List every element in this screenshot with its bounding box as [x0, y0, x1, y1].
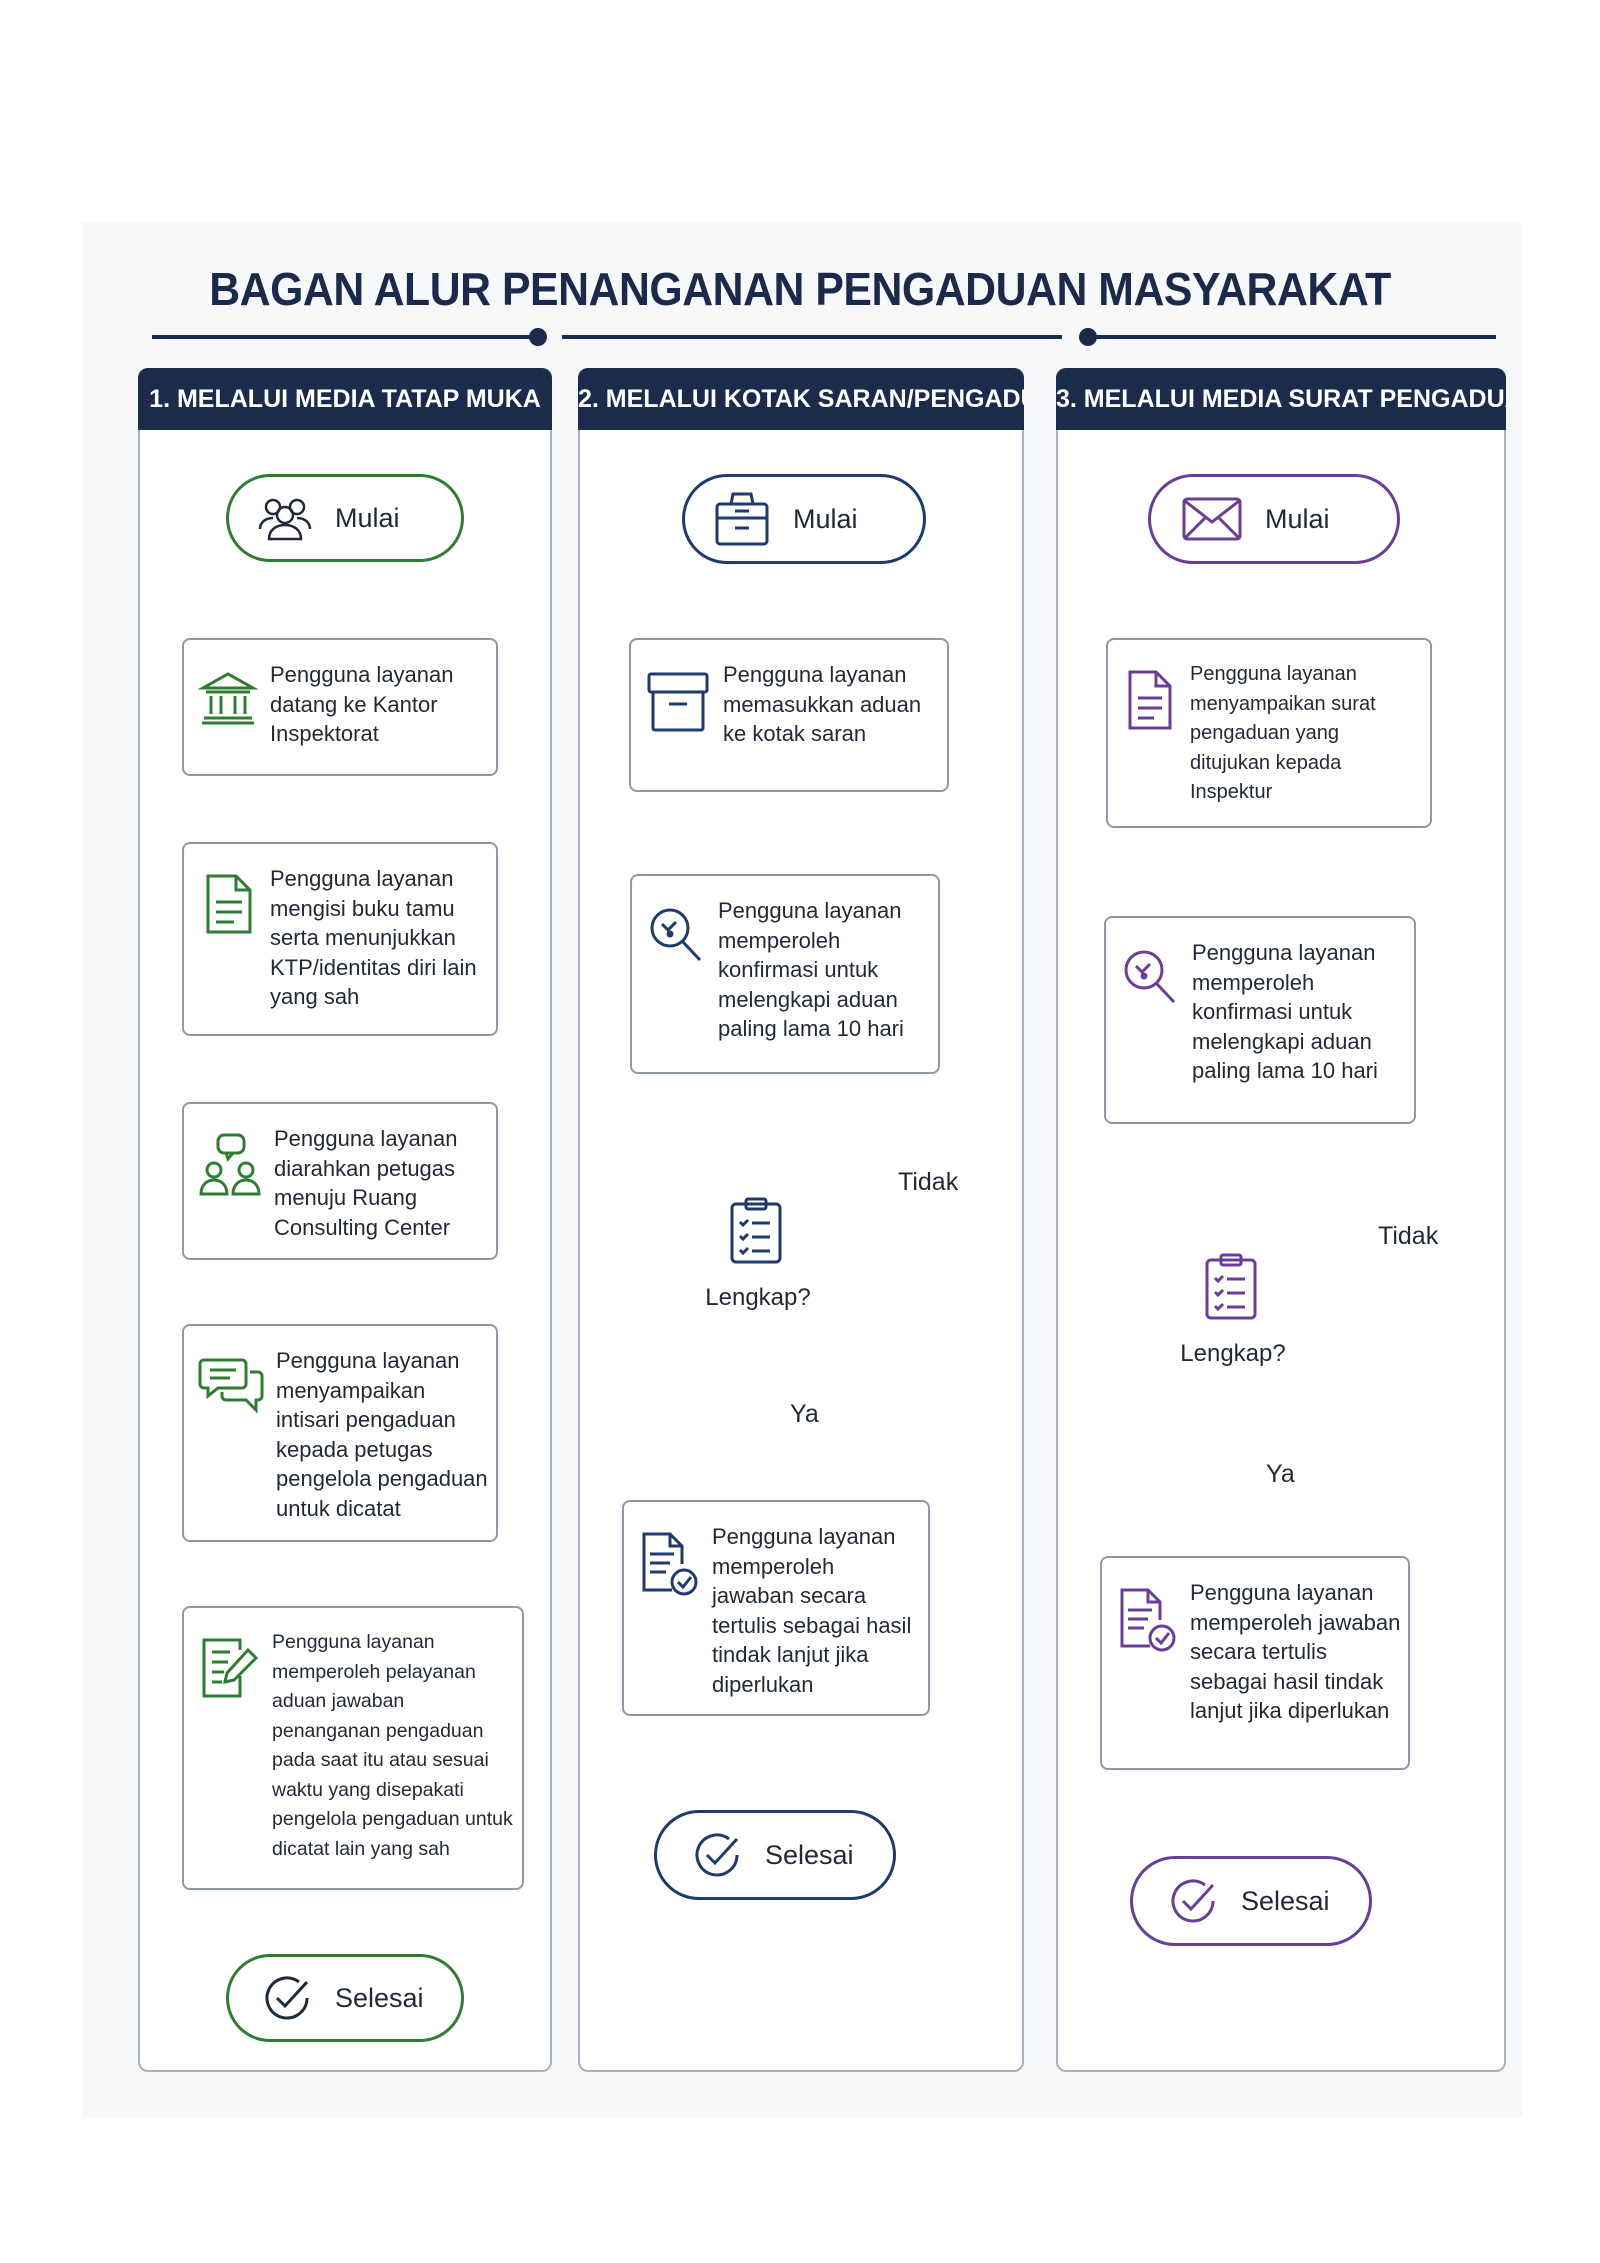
start-label: Mulai	[1265, 503, 1330, 534]
step-box: Pengguna layanan memasukkan aduan ke kot…	[629, 638, 949, 792]
result-text: Pengguna layanan memperoleh jawaban seca…	[1190, 1580, 1401, 1723]
decision-label: Lengkap?	[1180, 1340, 1286, 1367]
column-surat-pengaduan: 3. MELALUI MEDIA SURAT PENGADUAN	[1056, 368, 1506, 2072]
step-text: Pengguna layanan datang ke Kantor Inspek…	[270, 662, 454, 746]
step-text: Pengguna layanan memasukkan aduan ke kot…	[723, 662, 922, 746]
box-icon	[645, 668, 711, 734]
decision-yes-label: Ya	[1266, 1460, 1295, 1488]
result-text: Pengguna layanan memperoleh jawaban seca…	[712, 1524, 912, 1697]
start-label: Mulai	[335, 502, 400, 533]
step-box: Pengguna layanan menyampaikan surat peng…	[1106, 638, 1432, 828]
decision-icon-wrap	[1203, 1252, 1259, 1322]
document-check-icon	[1116, 1586, 1178, 1654]
page-title: BAGAN ALUR PENANGANAN PENGADUAN MASYARAK…	[209, 263, 1391, 315]
start-node: Mulai	[226, 474, 464, 562]
step-text: Pengguna layanan memperoleh pelayanan ad…	[272, 1631, 513, 1860]
document-icon	[198, 872, 258, 936]
start-node: Mulai	[1148, 474, 1400, 564]
chat-bubbles-icon	[198, 1354, 264, 1416]
decision-icon-wrap	[728, 1196, 784, 1266]
bank-building-icon	[198, 668, 258, 728]
end-label: Selesai	[1241, 1885, 1330, 1916]
step-box: Pengguna layanan memperoleh pelayanan ad…	[182, 1606, 524, 1890]
column-heading: 2. MELALUI KOTAK SARAN/PENGADUAN	[578, 368, 1024, 430]
result-box: Pengguna layanan memperoleh jawaban seca…	[1100, 1556, 1410, 1770]
step-box: Pengguna layanan datang ke Kantor Inspek…	[182, 638, 498, 776]
step-box: Pengguna layanan memperoleh konfirmasi u…	[630, 874, 940, 1074]
decision-yes-label: Ya	[790, 1400, 819, 1428]
magnifier-icon	[1120, 946, 1180, 1008]
result-box: Pengguna layanan memperoleh jawaban seca…	[622, 1500, 930, 1716]
column-heading: 3. MELALUI MEDIA SURAT PENGADUAN	[1056, 368, 1506, 430]
suggestion-box-icon	[713, 490, 771, 548]
check-circle-icon	[691, 1829, 743, 1881]
step-text: Pengguna layanan diarahkan petugas menuj…	[274, 1126, 458, 1240]
start-node: Mulai	[682, 474, 926, 564]
people-icon	[257, 493, 313, 543]
end-node: Selesai	[1130, 1856, 1372, 1946]
title-divider	[152, 328, 1496, 346]
clipboard-icon	[1203, 1252, 1259, 1322]
document-icon	[1122, 668, 1178, 732]
end-label: Selesai	[765, 1839, 854, 1870]
end-label: Selesai	[335, 1982, 424, 2013]
clipboard-icon	[728, 1196, 784, 1266]
end-node: Selesai	[654, 1810, 896, 1900]
step-text: Pengguna layanan memperoleh konfirmasi u…	[718, 898, 904, 1041]
edit-document-icon	[198, 1636, 260, 1700]
step-box: Pengguna layanan memperoleh konfirmasi u…	[1104, 916, 1416, 1124]
check-circle-icon	[1167, 1875, 1219, 1927]
decision-label: Lengkap?	[705, 1284, 811, 1311]
check-circle-icon	[261, 1972, 313, 2024]
step-text: Pengguna layanan mengisi buku tamu serta…	[270, 866, 477, 1009]
decision-no-label: Tidak	[1378, 1222, 1439, 1250]
step-text: Pengguna layanan menyampaikan intisari p…	[276, 1348, 488, 1521]
step-box: Pengguna layanan menyampaikan intisari p…	[182, 1324, 498, 1542]
start-label: Mulai	[793, 503, 858, 534]
step-box: Pengguna layanan diarahkan petugas menuj…	[182, 1102, 498, 1260]
decision-no-label: Tidak	[898, 1168, 959, 1196]
document-check-icon	[638, 1530, 700, 1598]
step-box: Pengguna layanan mengisi buku tamu serta…	[182, 842, 498, 1036]
consultation-icon	[198, 1132, 262, 1198]
magnifier-icon	[646, 904, 706, 966]
column-heading: 1. MELALUI MEDIA TATAP MUKA	[138, 368, 552, 430]
envelope-icon	[1181, 496, 1243, 542]
step-text: Pengguna layanan memperoleh konfirmasi u…	[1192, 940, 1378, 1083]
end-node: Selesai	[226, 1954, 464, 2042]
step-text: Pengguna layanan menyampaikan surat peng…	[1190, 663, 1376, 803]
